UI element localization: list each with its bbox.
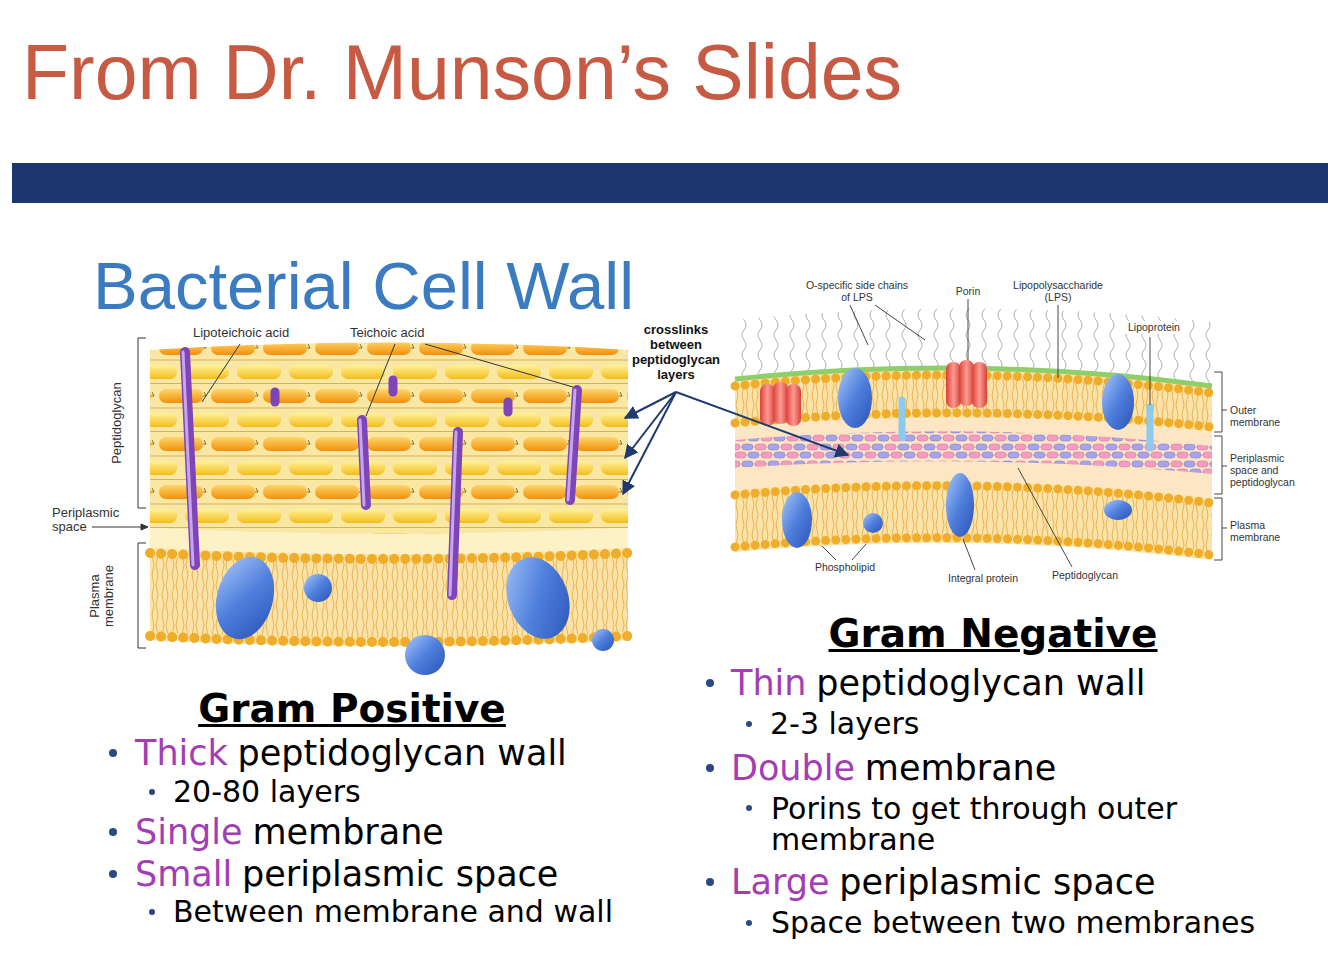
bullet-phrase: 2-3 layers [770,706,919,741]
part-label: Teichoic acid [350,325,424,341]
part-label: Phospholipid [815,561,875,574]
peptidoglycan-layers [150,343,628,535]
keyword: Double [731,748,855,788]
lipid-heads [150,553,628,559]
bullet-phrase: membrane [252,812,444,852]
bullet-text: Doublemembrane [731,747,1056,789]
slide-title: From Dr. Munson’s Slides [22,30,902,115]
membrane-protein [946,473,974,537]
bullet-phrase: periplasmic space [242,854,558,894]
bullet-dot [149,789,155,795]
header-bar [12,163,1328,203]
lipid-heads [150,636,628,642]
membrane-protein [405,635,445,675]
part-label: Plasma membrane [1230,519,1286,543]
bullet-dot [109,870,117,878]
leader-lines [92,338,573,648]
part-label: Periplasmic space and peptidoglycan [1230,452,1305,488]
bullet-dot [746,805,752,811]
keyword: Large [731,862,829,902]
membrane-protein [592,629,614,651]
keyword: Thin [731,663,806,703]
part-label: Plasma membrane [88,564,116,628]
bullet-phrase: peptidoglycan wall [238,733,567,773]
bullet-phrase: Between membrane and wall [173,894,613,929]
bullet-text: Thinpeptidoglycan wall [731,662,1145,704]
membrane-protein [1104,500,1132,520]
annotation: crosslinks between peptidoglycan layers [624,322,728,382]
gram-heading: Gram Negative [829,611,1158,658]
part-label: Lipopolysaccharide (LPS) [1008,279,1108,303]
part-label: Peptidoglycan [1052,569,1118,582]
plasma-membrane [735,481,1212,560]
gram-negative-wall [735,299,1227,570]
part-label: Periplasmic space [52,506,132,534]
bullet-text: Largeperiplasmic space [731,861,1156,903]
part-label: Integral protein [948,572,1018,585]
keyword: Single [135,812,243,852]
keyword: Small [135,854,232,894]
bullet-text: Thickpeptidoglycan wall [135,732,567,774]
bullet-dot [706,764,714,772]
periplasmic-band [150,528,628,554]
membrane-protein [838,368,872,428]
bullet-text: Singlemembrane [135,811,444,853]
membrane-protein [863,513,883,533]
bullet-dot [746,721,752,727]
bullet-phrase: membrane [865,748,1057,788]
bullet-text: Space between two membranes [771,905,1255,941]
bullet-text: 20-80 layers [173,774,361,810]
leader-lines [822,299,1227,570]
lipoprotein [902,400,1150,448]
membrane-protein [207,550,283,646]
peptidoglycan-layer [735,431,1212,474]
bullet-phrase: periplasmic space [839,862,1155,902]
bullet-dot [706,878,714,886]
section-heading: Bacterial Cell Wall [93,246,634,326]
teichoic-rods [183,352,577,595]
membrane-protein [304,574,332,602]
bullet-text: Between membrane and wall [173,894,613,930]
bullet-text: Porins to get through outer membrane [771,793,1196,855]
part-label: Porin [956,285,981,298]
membrane-protein [495,548,580,647]
bullet-dot [746,920,752,926]
bullet-text: Smallperiplasmic space [135,853,558,895]
bullet-phrase: Space between two membranes [771,905,1255,940]
bullet-dot [109,828,117,836]
gram-positive-wall [92,338,628,675]
part-label: Lipoteichoic acid [193,325,289,341]
part-label: Peptidoglycan [109,382,125,464]
bullet-phrase: peptidoglycan wall [816,663,1145,703]
bullet-dot [149,909,155,915]
keyword: Thick [135,733,228,773]
membrane-protein [782,492,812,548]
bullet-phrase: Porins to get through outer membrane [771,791,1177,857]
gram-heading: Gram Positive [198,686,506,733]
bullet-phrase: 20-80 layers [173,774,361,809]
bullet-dot [109,749,117,757]
bullet-dot [706,679,714,687]
part-label: Outer membrane [1230,404,1286,428]
bullet-text: 2-3 layers [770,706,919,742]
part-label: Lipoprotein [1126,321,1182,334]
membrane-protein [1102,374,1134,430]
crosslink-arrows [623,392,848,494]
porin [760,360,987,426]
part-label: O-specific side chains of LPS [802,279,912,303]
